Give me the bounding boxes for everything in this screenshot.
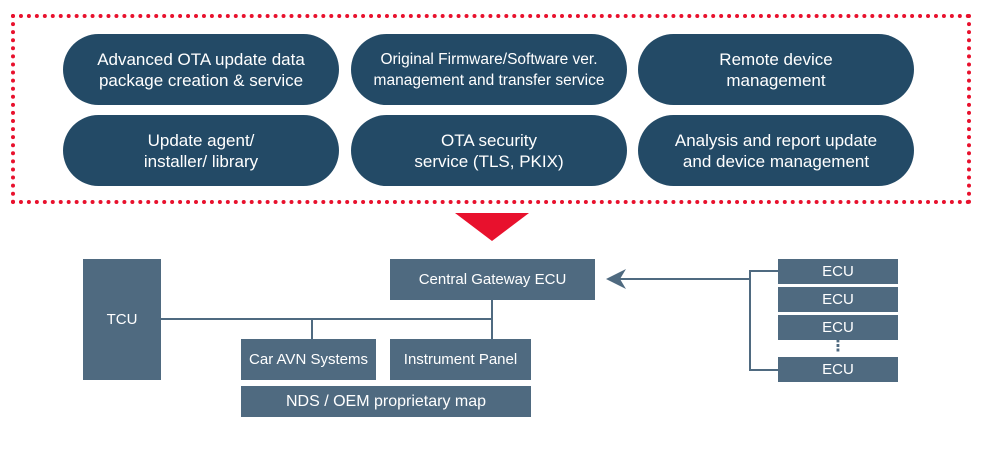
service-analysis-report: Analysis and report update and device ma… (638, 115, 914, 186)
ecu-box: ECU (778, 259, 898, 284)
nds-oem-map-box: NDS / OEM proprietary map (241, 386, 531, 417)
car-avn-systems-box: Car AVN Systems (241, 339, 376, 380)
arrow-left-icon (606, 269, 626, 289)
bus-line (160, 318, 492, 320)
service-ota-security: OTA security service (TLS, PKIX) (351, 115, 627, 186)
ecu-box: ECU (778, 315, 898, 340)
ecu-box: ECU (778, 357, 898, 382)
service-remote-device-management: Remote device management (638, 34, 914, 105)
ota-services-frame (11, 14, 971, 204)
gateway-connector-line (491, 299, 493, 339)
avn-connector-line (311, 318, 313, 339)
central-gateway-ecu-box: Central Gateway ECU (390, 259, 595, 300)
service-update-agent: Update agent/ installer/ library (63, 115, 339, 186)
ecu-to-gateway-arrow (606, 269, 778, 371)
service-firmware-version-management: Original Firmware/Software ver. manageme… (351, 34, 627, 105)
tcu-box: TCU (83, 259, 161, 380)
instrument-panel-box: Instrument Panel (390, 339, 531, 380)
service-ota-package-creation: Advanced OTA update data package creatio… (63, 34, 339, 105)
arrow-down-icon (455, 213, 529, 241)
ellipsis-icon: ⋮ (830, 338, 846, 355)
ecu-box: ECU (778, 287, 898, 312)
